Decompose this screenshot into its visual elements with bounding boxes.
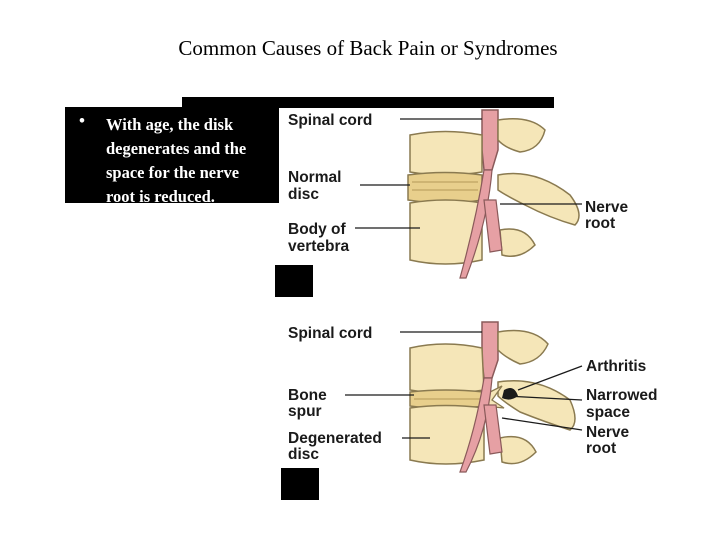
label-bone-spur-2: spur	[288, 403, 322, 420]
label-degenerated-1: Degenerated	[288, 430, 382, 447]
vertebra-body-bottom	[409, 404, 485, 465]
cord-lower-bottom	[483, 404, 503, 455]
bullet-line-3: space for the nerve	[106, 163, 240, 182]
spinal-cord-top	[481, 109, 499, 171]
spinal-cord-bottom	[481, 321, 499, 379]
degenerated-spine-illustration	[409, 321, 576, 473]
top-black-bar	[182, 97, 554, 108]
posterior-process-upper	[497, 118, 546, 153]
bottom-leader-lines	[345, 331, 583, 439]
normal-spine-illustration	[407, 109, 580, 279]
label-spinal-cord-top: Spinal cord	[288, 112, 372, 129]
posterior-process-bottom-lower	[499, 435, 537, 465]
normal-disc	[407, 171, 483, 204]
bullet-symbol: •	[79, 111, 85, 130]
black-box-top	[275, 265, 313, 297]
label-nerve-root-bottom-1: Nerve	[586, 424, 629, 441]
upper-vertebra-bottom	[409, 343, 485, 394]
label-normal-disc-1: Normal	[288, 169, 341, 186]
top-labels: Spinal cord Normal disc Body of vertebra…	[288, 112, 628, 255]
label-normal-disc-2: disc	[288, 186, 319, 203]
posterior-process-bottom-mid	[497, 380, 576, 431]
bullet-line-4: root is reduced.	[106, 187, 215, 206]
spine-figure: Spinal cord Normal disc Body of vertebra…	[270, 100, 700, 500]
label-nerve-root-bottom-2: root	[586, 440, 616, 457]
label-narrowed-2: space	[586, 404, 630, 421]
label-nerve-root-top-1: Nerve	[585, 199, 628, 216]
bullet-box: • With age, the disk degenerates and the…	[65, 107, 279, 206]
label-bone-spur-1: Bone	[288, 387, 327, 404]
black-box-bottom	[281, 468, 319, 500]
posterior-process-mid	[497, 172, 580, 226]
spine-diagram: Spinal cord Normal disc Body of vertebra…	[275, 109, 658, 500]
upper-vertebra-top	[409, 130, 483, 176]
label-body-of-1: Body of	[288, 221, 347, 238]
label-body-of-2: vertebra	[288, 238, 350, 255]
posterior-process-bottom-upper	[497, 329, 549, 365]
bullet-text: With age, the disk degenerates and the s…	[106, 113, 281, 209]
label-nerve-root-top-2: root	[585, 215, 615, 232]
bullet-line-2: degenerates and the	[106, 139, 247, 158]
label-degenerated-2: disc	[288, 446, 319, 463]
bottom-labels: Spinal cord Bone spur Degenerated disc A…	[288, 325, 658, 463]
vertebra-body-top	[409, 199, 483, 265]
label-narrowed-1: Narrowed	[586, 387, 658, 404]
posterior-process-lower	[499, 228, 536, 257]
slide-title: Common Causes of Back Pain or Syndromes	[178, 36, 558, 60]
bullet-line-1: With age, the disk	[106, 115, 234, 134]
label-spinal-cord-bottom: Spinal cord	[288, 325, 372, 342]
top-leader-lines	[355, 118, 582, 229]
label-arthritis: Arthritis	[586, 358, 646, 375]
cord-lower-top	[483, 199, 503, 253]
